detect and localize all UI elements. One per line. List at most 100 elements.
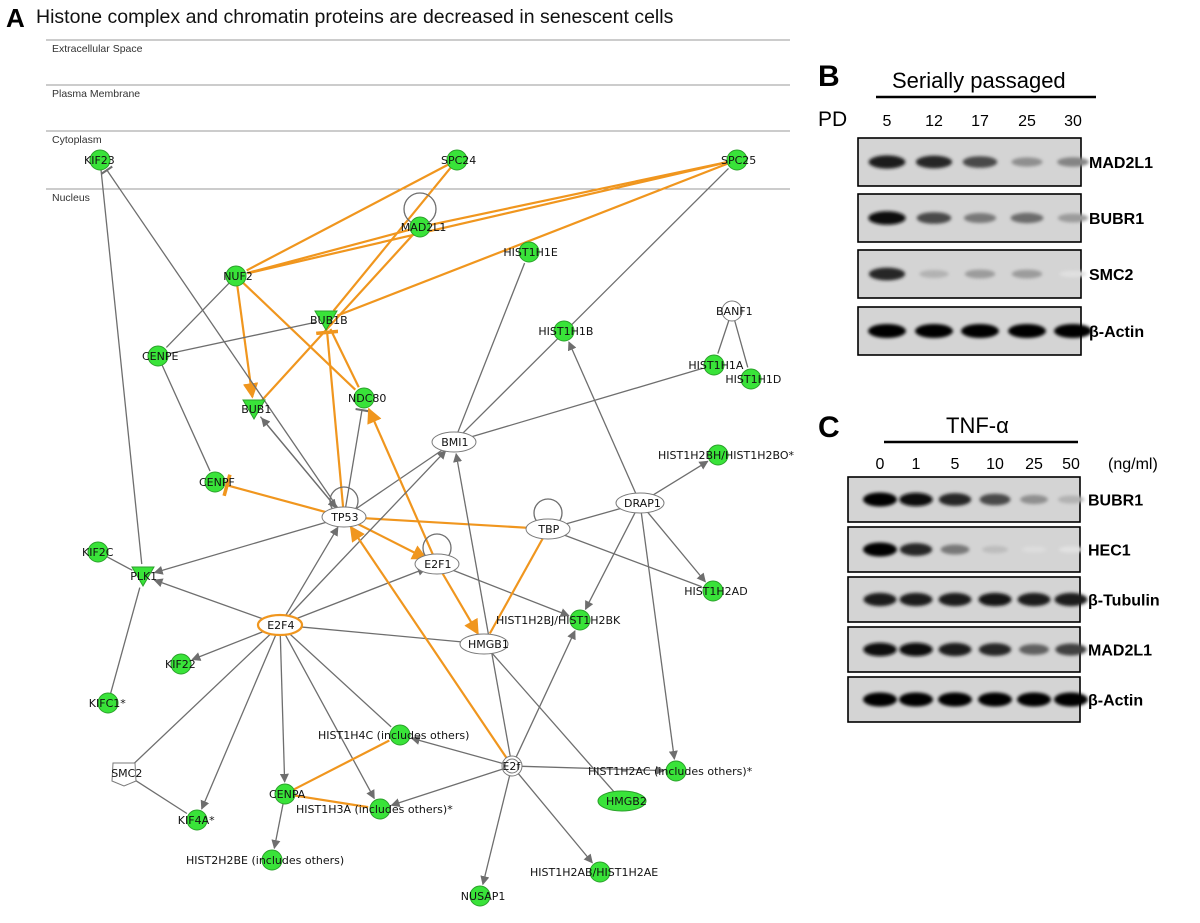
network-edge — [191, 628, 271, 661]
node-cenpa: CENPA — [269, 783, 306, 805]
blot-band — [863, 692, 897, 707]
node-nuf2: NUF2 — [223, 265, 253, 287]
network-edge — [279, 634, 289, 783]
node-label: CENPF — [199, 476, 235, 489]
blot-band — [915, 324, 953, 338]
node-shape — [740, 368, 762, 390]
node-shape — [726, 149, 748, 171]
network-edge — [294, 794, 369, 809]
node-hist1h1e: HIST1H1E — [503, 241, 558, 263]
blot-band — [899, 642, 933, 657]
network-edge — [557, 531, 702, 588]
blot-strip: HEC1 — [847, 526, 1131, 573]
network-edge — [390, 768, 503, 808]
node-shape — [111, 762, 137, 787]
network-edge — [336, 162, 729, 317]
node-hist1h2ab: HIST1H2AB/HIST1H2AE — [530, 861, 658, 883]
blot-band — [978, 592, 1012, 607]
node-label: SPC24 — [441, 154, 476, 167]
network-edge — [286, 631, 392, 728]
node-e2f1: E2F1 — [414, 553, 460, 575]
node-shape — [369, 798, 391, 820]
network-edge — [222, 474, 335, 516]
blot-band — [899, 543, 933, 556]
network-edge — [645, 510, 706, 583]
blot-strip: MAD2L1 — [857, 137, 1153, 187]
node-label: NUSAP1 — [461, 890, 506, 903]
node-label: HIST1H3A (includes others)* — [296, 803, 453, 816]
panel-b-label: B — [818, 60, 840, 93]
blot-band — [868, 324, 906, 338]
node-hist1h1a: HIST1H1A — [688, 354, 744, 376]
network-edge — [567, 341, 637, 495]
node-hist1h2ad: HIST1H2AD — [684, 580, 748, 602]
blot-band — [978, 692, 1012, 707]
blot-band — [1019, 644, 1049, 655]
node-tbp: TBP — [525, 518, 571, 540]
network-edge — [734, 320, 749, 368]
node-ndc80: NDC80 — [348, 387, 386, 409]
blot-name: β-Actin — [1089, 324, 1144, 341]
blot-band — [963, 213, 997, 223]
node-label: E2F1 — [424, 558, 451, 571]
network-edge — [153, 519, 335, 575]
node-shape — [446, 149, 468, 171]
node-kif23: KIF23 — [84, 149, 115, 171]
network-edge — [289, 625, 473, 647]
network-edge — [367, 407, 434, 556]
node-kif4a: KIF4A* — [178, 809, 215, 831]
network-edge — [247, 228, 411, 274]
lane-label: 25 — [1018, 113, 1036, 130]
blot-band — [1010, 212, 1044, 224]
blot-band — [940, 544, 970, 555]
node-label: HIST1H2BJ/HIST1H2BK — [496, 614, 621, 627]
node-spc24: SPC24 — [441, 149, 476, 171]
blot-band — [1008, 324, 1046, 338]
network-edge — [490, 651, 615, 793]
compartment-label: Cytoplasm — [52, 134, 102, 146]
blot-band — [863, 592, 897, 607]
node-shape — [274, 783, 296, 805]
node-shape — [469, 885, 491, 907]
network-edge — [259, 416, 337, 509]
network-edge — [557, 505, 629, 527]
node-shape — [147, 345, 169, 367]
node-label: KIF22 — [165, 658, 196, 671]
blot-band — [1059, 270, 1087, 278]
blot-band — [982, 545, 1008, 554]
node-label: HIST1H1E — [503, 246, 557, 259]
node-label: KIF4A* — [178, 814, 215, 827]
node-shape — [186, 809, 208, 831]
blot-strip: β-Tubulin — [847, 576, 1160, 623]
blot-band — [868, 267, 906, 281]
node-label: HIST1H1A — [688, 359, 743, 372]
node-label: HIST1H4C (includes others) — [318, 729, 469, 742]
network-edge — [352, 520, 428, 560]
blot-band — [1011, 157, 1043, 167]
node-shape — [707, 444, 729, 466]
blot-band — [899, 592, 933, 607]
lane-label: 5 — [951, 456, 960, 473]
network-edge — [353, 516, 537, 530]
node-label: BANF1 — [716, 305, 753, 318]
node-shape — [242, 399, 266, 420]
node-shape — [321, 506, 367, 528]
blot-band — [1057, 213, 1089, 223]
blot-band — [938, 493, 972, 506]
node-shape — [204, 471, 226, 493]
panel-c-unit: (ng/ml) — [1108, 456, 1158, 473]
compartment-lines — [46, 39, 790, 190]
blot-band — [1055, 643, 1087, 656]
node-label: HMGB1 — [468, 638, 509, 651]
network-edge — [261, 233, 415, 401]
network-edge — [316, 329, 345, 508]
network-edge — [286, 450, 447, 619]
node-plk1: PLK1 — [130, 566, 157, 587]
node-label: NUF2 — [223, 270, 253, 283]
lane-label: 1 — [912, 456, 921, 473]
lane-label: 25 — [1025, 456, 1043, 473]
node-label: BMI1 — [441, 436, 468, 449]
